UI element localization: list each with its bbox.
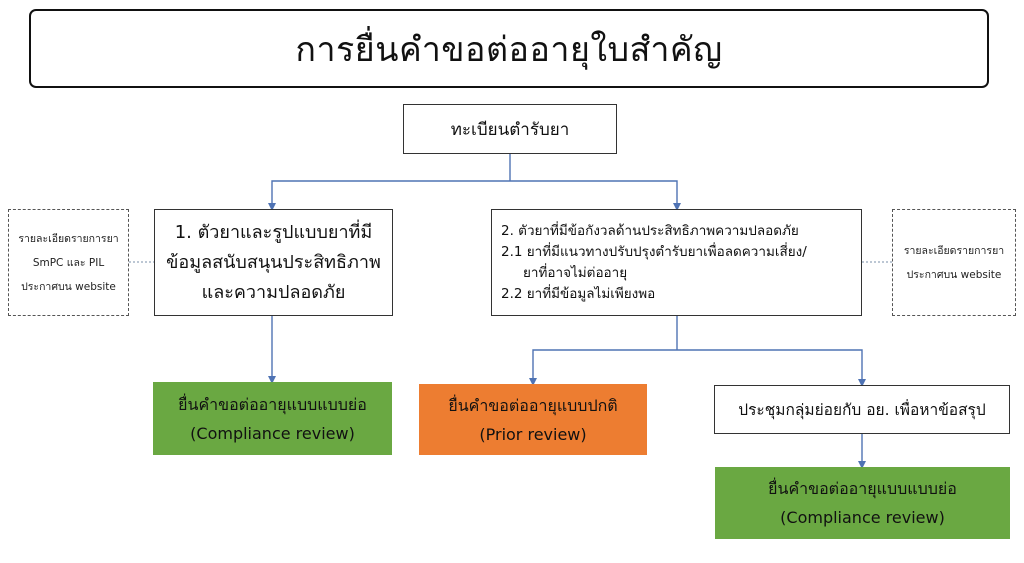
node-line: ยื่นคำขอต่ออายุแบบปกติ [448,395,618,415]
node-line: 1. ตัวยาและรูปแบบยาที่มี [174,221,373,243]
node-line: ยาที่อาจไม่ต่ออายุ [523,264,628,281]
node-line: (Compliance review) [780,508,945,527]
node-meeting: ประชุมกลุ่มย่อยกับ อย. เพื่อหาข้อสรุป [714,385,1010,434]
node-prior-review: ยื่นคำขอต่ออายุแบบปกติ (Prior review) [419,384,647,455]
connector-branch2-to-meeting [677,349,866,387]
side-note-left: รายละเอียดรายการยา SmPC และ PIL ประกาศบน… [8,209,129,316]
node-compliance-review-2: ยื่นคำขอต่ออายุแบบแบบย่อ (Compliance rev… [715,467,1010,539]
node-line: (Compliance review) [190,423,355,443]
side-note-line: รายละเอียดรายการยา [903,244,1005,257]
page-title: การยื่นคำขอต่ออายุใบสำคัญ [295,29,723,70]
side-note-line: ประกาศบน website [906,268,1002,281]
node-line: 2.2 ยาที่มีข้อมูลไม่เพียงพอ [501,285,656,302]
node-compliance-review-1: ยื่นคำขอต่ออายุแบบแบบย่อ (Compliance rev… [153,382,392,455]
connector-branch2-to-prior [529,349,677,386]
side-note-line: รายละเอียดรายการยา [18,232,119,245]
node-line: ยื่นคำขอต่ออายุแบบแบบย่อ [178,394,367,414]
side-note-line: ประกาศบน website [21,280,116,293]
node-label: ประชุมกลุ่มย่อยกับ อย. เพื่อหาข้อสรุป [738,401,986,419]
connector-root-to-branch2 [510,180,681,211]
node-line: และความปลอดภัย [201,281,346,303]
node-line: ยื่นคำขอต่ออายุแบบแบบย่อ [768,479,957,498]
node-drug-registration: ทะเบียนตำรับยา [403,104,617,154]
side-note-line: SmPC และ PIL [32,256,105,269]
node-line: 2.1 ยาที่มีแนวทางปรับปรุงตำรับยาเพื่อลดค… [501,243,807,260]
page-title-box: การยื่นคำขอต่ออายุใบสำคัญ [29,9,989,88]
node-branch-2: 2. ตัวยาที่มีข้อกังวลด้านประสิทธิภาพความ… [491,209,862,316]
node-line: ข้อมูลสนับสนุนประสิทธิภาพ [166,251,381,273]
node-line: (Prior review) [479,424,587,444]
connector-root-to-branch1 [268,180,510,211]
node-line: 2. ตัวยาที่มีข้อกังวลด้านประสิทธิภาพความ… [501,222,799,239]
node-label: ทะเบียนตำรับยา [450,119,570,140]
side-note-right: รายละเอียดรายการยา ประกาศบน website [892,209,1016,316]
node-branch-1: 1. ตัวยาและรูปแบบยาที่มี ข้อมูลสนับสนุนป… [154,209,393,316]
